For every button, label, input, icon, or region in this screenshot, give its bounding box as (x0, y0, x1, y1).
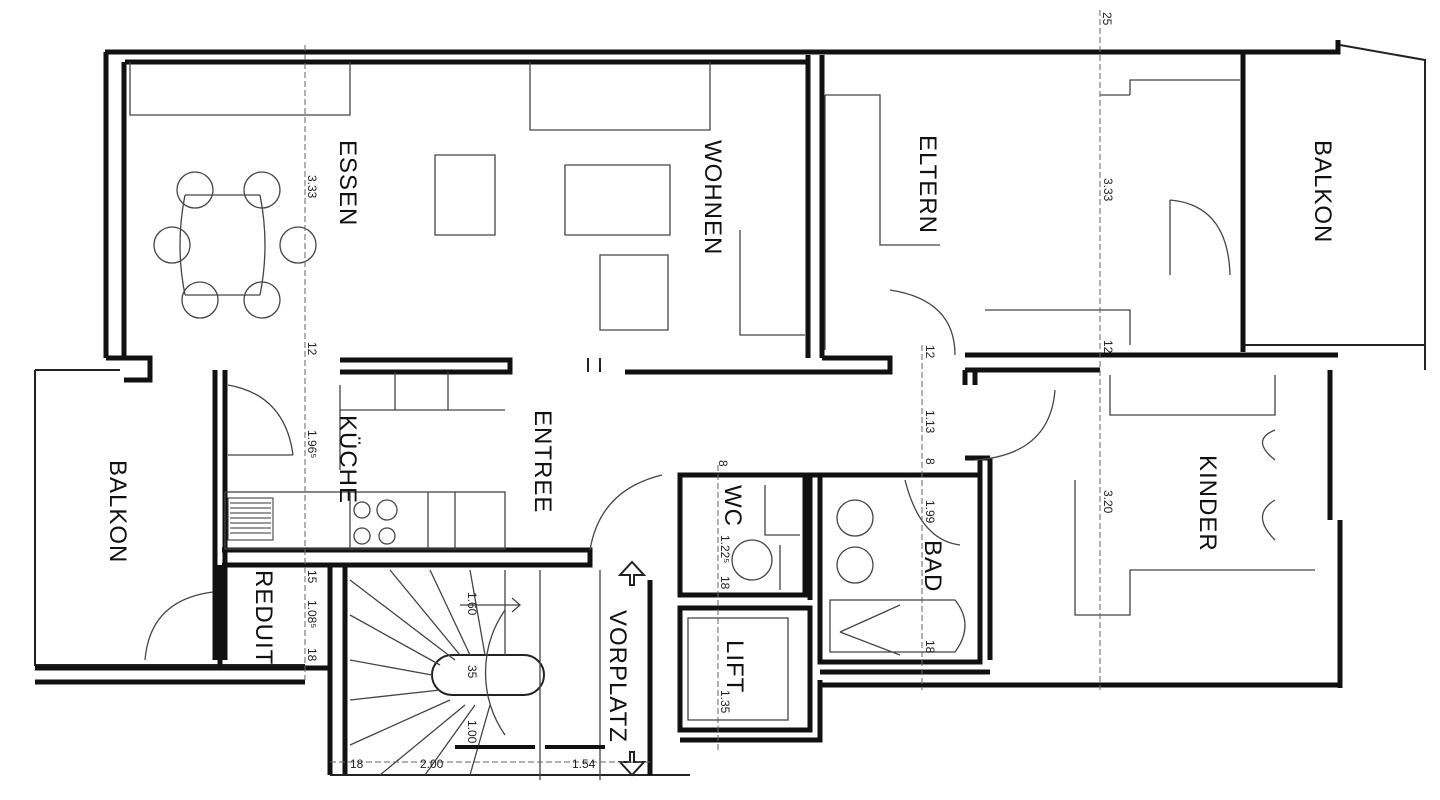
label-entree: ENTREE (529, 410, 556, 513)
dim-reduit-wall: 18 (305, 648, 319, 662)
dim-kueche-wall: 15 (305, 570, 319, 584)
dim-bad-depth: 1.99 (923, 500, 937, 524)
label-essen: ESSEN (334, 140, 361, 226)
dim-stair-wall: 18 (350, 757, 364, 771)
dim-lift-depth: 1.35 (718, 690, 732, 714)
dim-eltern-depth: 3.33 (1101, 178, 1115, 202)
label-reduit: REDUIT (250, 570, 277, 665)
furniture (129, 62, 1315, 780)
dim-wc-wall-top: 8 (716, 460, 730, 467)
label-vorplatz: VORPLATZ (604, 610, 631, 743)
label-eltern: ELTERN (914, 135, 941, 234)
label-kinder: KINDER (1194, 455, 1221, 552)
dim-corridor-depth: 1.13 (923, 410, 937, 434)
dim-stair-width: 2.00 (420, 757, 444, 771)
dim-stair-upper: 1.60 (465, 592, 479, 616)
dim-kueche-depth: 1.96⁵ (305, 430, 319, 458)
dining-table (153, 171, 317, 319)
dim-stair-lower: 1.00 (465, 720, 479, 744)
room-labels: ESSEN WOHNEN ELTERN BALKON BALKON KÜCHE … (104, 135, 1336, 743)
walls (34, 40, 1426, 776)
dim-bad-wall-top: 8 (923, 458, 937, 465)
label-kueche: KÜCHE (334, 415, 361, 504)
staircase (349, 569, 605, 780)
dim-eltern-wall: 12 (1101, 340, 1115, 354)
dim-bad-wall-bottom: 18 (923, 640, 937, 654)
label-balkon-right: BALKON (1309, 140, 1336, 243)
dim-kinder-depth: 3.20 (1101, 490, 1115, 514)
dim-essen-wall: 12 (305, 342, 319, 356)
dim-stair-eye: 35 (465, 665, 479, 679)
dim-reduit-depth: 1.08⁵ (305, 600, 319, 628)
label-wohnen: WOHNEN (699, 140, 726, 255)
dimension-lines (304, 10, 1101, 763)
dim-wc-depth: 1.22⁵ (718, 535, 732, 563)
dim-corridor-wall: 12 (923, 345, 937, 359)
dim-vorplatz-width: 1.54 (572, 757, 596, 771)
label-balkon-left: BALKON (104, 460, 131, 563)
dim-top-wall: 25 (1100, 12, 1114, 26)
label-lift: LIFT (721, 640, 748, 693)
dim-essen-depth: 3.33 (305, 175, 319, 199)
dim-wc-wall-bottom: 18 (718, 576, 732, 590)
label-bad: BAD (919, 540, 946, 592)
label-wc: WC (719, 485, 746, 527)
dimension-labels: 25 3.33 12 1.96⁵ 15 1.08⁵ 18 1.60 35 1.0… (305, 12, 1115, 771)
